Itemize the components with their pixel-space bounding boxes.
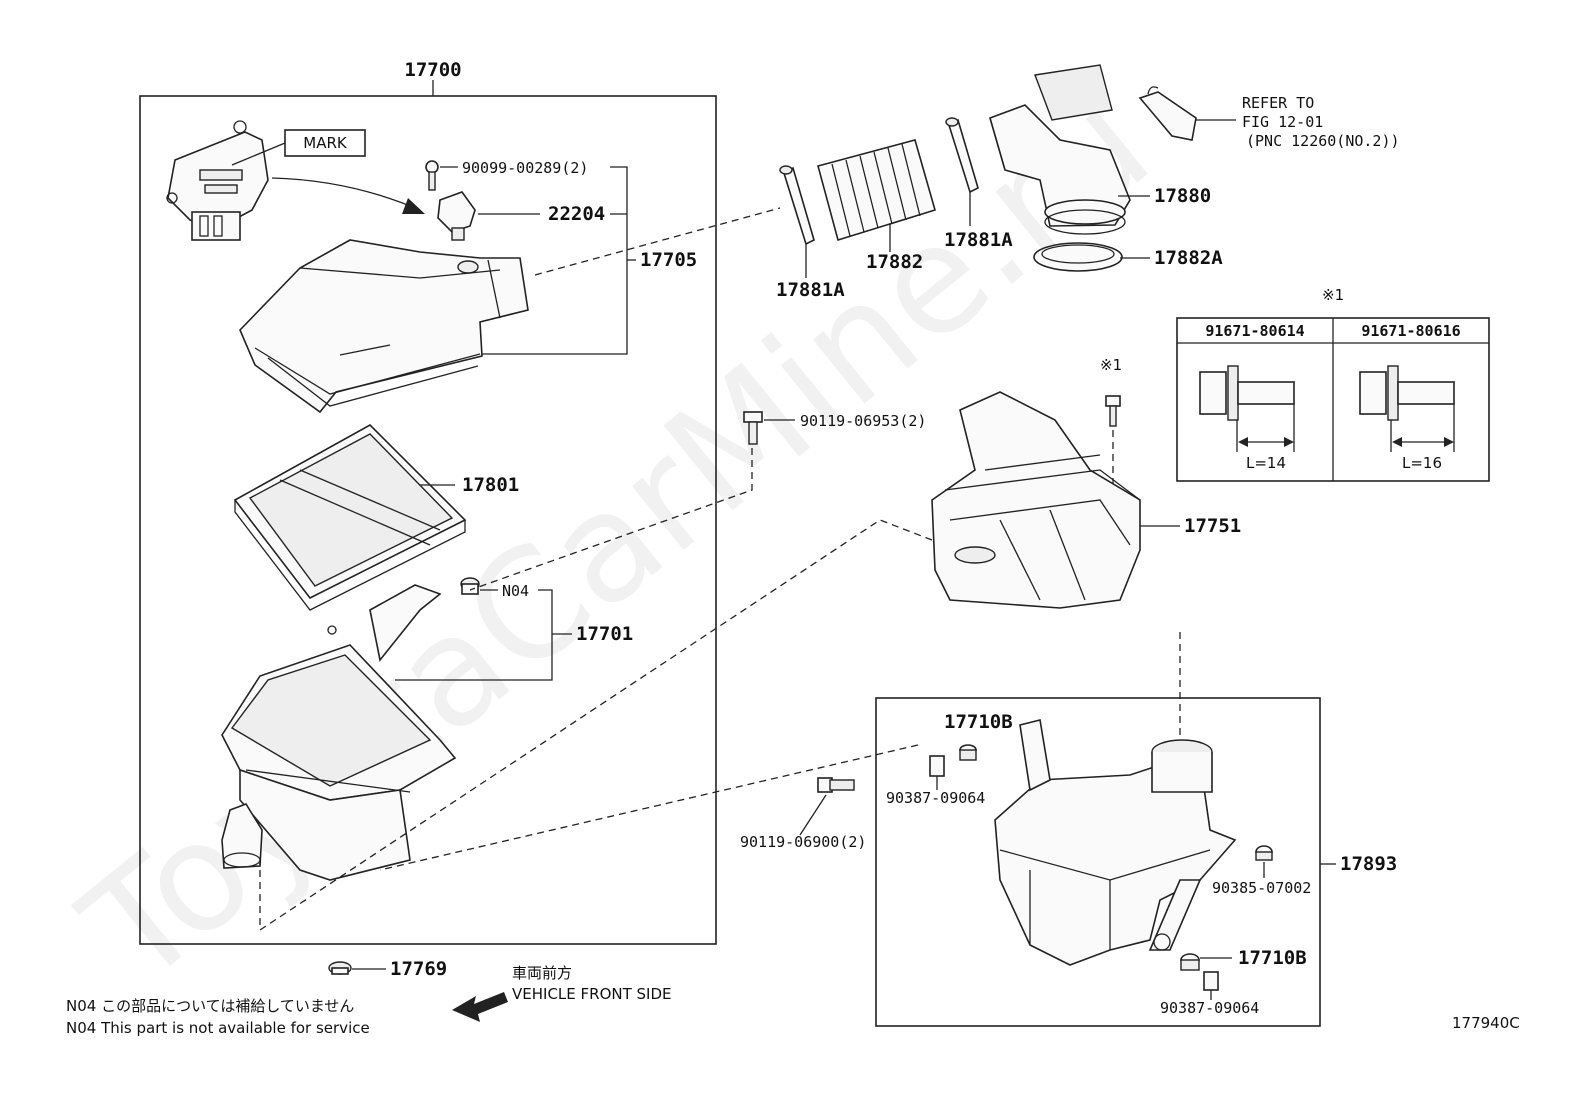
label-17710b-top: 17710B — [944, 711, 1013, 733]
resonator-box — [875, 697, 1321, 1027]
dash-inlet-to-case — [259, 519, 933, 932]
front-label-jp: 車両前方 — [512, 964, 572, 982]
screw-90099 — [425, 160, 439, 191]
collar-90387-bottom — [1203, 971, 1219, 991]
bolt-col2-length: L=16 — [1402, 454, 1442, 472]
label-17882: 17882 — [866, 251, 923, 273]
grommet-17710b-bottom — [1180, 953, 1200, 971]
label-90119-06900: 90119-06900(2) — [740, 833, 866, 851]
front-arrow-icon — [452, 992, 508, 1022]
label-17751: 17751 — [1184, 515, 1241, 537]
note-en: N04 This part is not available for servi… — [66, 1019, 370, 1037]
label-mark: MARK — [303, 134, 348, 152]
bolt-91671-80614 — [1199, 365, 1295, 452]
intake-hose-17882 — [817, 139, 936, 242]
label-90385-07002: 90385-07002 — [1212, 879, 1311, 897]
nut-90385-07002 — [1255, 845, 1273, 861]
label-17882a: 17882A — [1154, 247, 1223, 269]
grommet-n04 — [460, 577, 480, 595]
hose-clamp-17881a-right — [945, 117, 979, 194]
label-17769: 17769 — [390, 958, 447, 980]
label-90387-bottom: 90387-09064 — [1160, 999, 1259, 1017]
label-17705: 17705 — [640, 249, 697, 271]
figure-code: 177940C — [1452, 1014, 1520, 1032]
air-cleaner-case-17701 — [221, 584, 457, 881]
front-label-en: VEHICLE FRONT SIDE — [512, 985, 672, 1003]
air-flow-meter-duct-17880 — [989, 64, 1131, 235]
note-mark-2: ※1 — [1100, 356, 1122, 374]
label-17881a-right: 17881A — [944, 229, 1013, 251]
filter-element-17801 — [233, 424, 467, 611]
air-cleaner-cap-17705 — [239, 239, 529, 414]
bolt-90119-06953 — [743, 411, 763, 445]
bolt-col2-part: 91671-80616 — [1361, 322, 1460, 340]
resonator-17893 — [994, 719, 1237, 966]
dash-resonator-to-case — [379, 744, 919, 871]
bolt-90119-06900 — [817, 777, 855, 793]
label-17880: 17880 — [1154, 185, 1211, 207]
bolt-table — [1176, 317, 1490, 482]
hose-clamp-17881a-left — [779, 165, 815, 246]
label-17881a-left: 17881A — [776, 279, 845, 301]
dash-bolt-to-case — [469, 448, 753, 591]
label-n04: N04 — [502, 582, 529, 600]
label-90387-top: 90387-09064 — [886, 789, 985, 807]
assembly-box-17700 — [139, 95, 717, 945]
mark-arrow — [271, 177, 421, 211]
label-90099-00289: 90099-00289(2) — [462, 159, 588, 177]
bolt-91671-80616 — [1359, 365, 1455, 452]
label-17893: 17893 — [1340, 853, 1397, 875]
bracket-17701 — [395, 589, 553, 681]
sensor-22204 — [437, 191, 476, 241]
clamp-ring-17882a — [1033, 242, 1123, 272]
collar-90387-top — [929, 755, 945, 777]
note-jp: N04 この部品については補給していません — [66, 997, 354, 1015]
refer-line1: REFER TO — [1242, 94, 1314, 112]
label-17801: 17801 — [462, 474, 519, 496]
label-17701: 17701 — [576, 623, 633, 645]
dash-cap-to-hose — [534, 207, 781, 276]
bolt-col1-length: L=14 — [1246, 454, 1286, 472]
label-17700: 17700 — [404, 59, 461, 81]
label-90119-06953: 90119-06953(2) — [800, 412, 926, 430]
grommet-17710b-top — [959, 744, 977, 761]
label-22204: 22204 — [548, 203, 605, 225]
clip-17769 — [328, 961, 352, 975]
bolt-col1-part: 91671-80614 — [1205, 322, 1304, 340]
refer-line3: (PNC 12260(NO.2)) — [1246, 132, 1400, 150]
label-17710b-bottom: 17710B — [1238, 947, 1307, 969]
air-inlet-17751 — [931, 391, 1141, 609]
refer-line2: FIG 12-01 — [1242, 113, 1323, 131]
maf-sensor-detail — [166, 120, 269, 241]
bolt-note-1 — [1105, 395, 1121, 427]
pcv-hose — [1138, 86, 1197, 141]
note-mark-1: ※1 — [1322, 286, 1344, 304]
